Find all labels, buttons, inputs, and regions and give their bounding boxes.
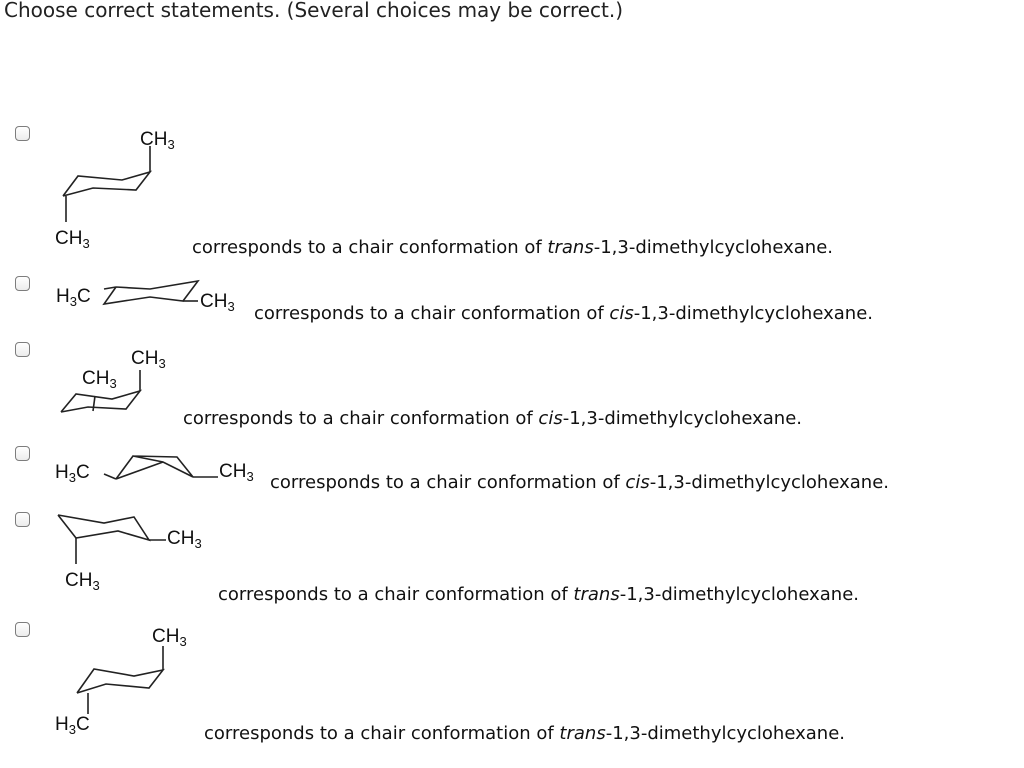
option-4-label-right: CH3 — [219, 461, 254, 484]
option-6-checkbox[interactable] — [15, 622, 30, 637]
option-6-label-top: CH3 — [152, 626, 187, 649]
option-2-structure: H3C CH3 — [56, 279, 235, 314]
option-5-statement: corresponds to a chair conformation of t… — [218, 584, 859, 605]
option-2-label-left: H3C — [56, 286, 91, 309]
option-1-isomer: trans — [547, 237, 594, 258]
option-4-label-left: H3C — [55, 462, 90, 485]
option-4-checkbox[interactable] — [15, 446, 30, 461]
option-1-label-bottom: CH3 — [55, 228, 90, 251]
option-4-isomer: cis — [625, 472, 650, 493]
option-6-isomer: trans — [559, 723, 606, 744]
option-4-chair-ring — [115, 455, 194, 480]
option-3-isomer: cis — [538, 408, 563, 429]
option-6-label-bottom: H3C — [55, 714, 90, 737]
option-2-label-right: CH3 — [200, 291, 235, 314]
option-5-label-right: CH3 — [167, 528, 202, 551]
option-6-statement: corresponds to a chair conformation of t… — [204, 723, 845, 744]
option-6-structure: CH3 H3C — [55, 626, 187, 737]
option-2-isomer: cis — [609, 303, 634, 324]
question-prompt: Choose correct statements. (Several choi… — [4, 0, 624, 22]
option-3-label-top: CH3 — [131, 348, 166, 371]
option-5-label-bottom: CH3 — [65, 570, 100, 593]
option-3-structure: CH3 CH3 — [60, 348, 166, 413]
option-5-structure: CH3 CH3 — [57, 514, 202, 593]
option-4-structure: H3C CH3 — [55, 455, 254, 485]
option-3-checkbox[interactable] — [15, 342, 30, 357]
option-3-statement: corresponds to a chair conformation of c… — [183, 408, 802, 429]
option-5-isomer: trans — [573, 584, 620, 605]
option-1-checkbox[interactable] — [15, 126, 30, 141]
option-5-checkbox[interactable] — [15, 512, 30, 527]
option-1-label-top: CH3 — [140, 129, 175, 152]
option-1-statement: corresponds to a chair conformation of t… — [192, 237, 833, 258]
option-6-chair-ring — [76, 668, 165, 694]
option-4-statement: corresponds to a chair conformation of c… — [270, 472, 889, 493]
option-3-label-left: CH3 — [82, 368, 117, 391]
option-2-checkbox[interactable] — [15, 276, 30, 291]
option-2-statement: corresponds to a chair conformation of c… — [254, 303, 873, 324]
option-1-structure: CH3 CH3 — [55, 129, 175, 251]
